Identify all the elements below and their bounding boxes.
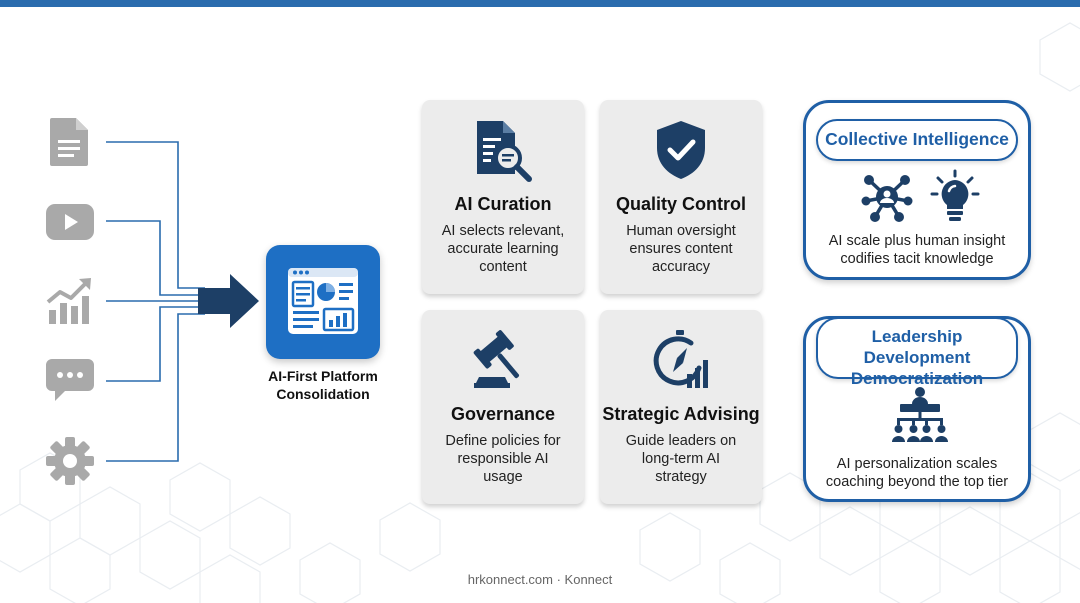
- platform-label-line-2: Consolidation: [276, 386, 370, 402]
- top-accent-bar: [0, 0, 1080, 7]
- platform-tile: [266, 245, 380, 359]
- lightbulb-icon: [930, 169, 980, 221]
- panel-description: AI personalization scales coaching beyon…: [812, 455, 1022, 491]
- card-title: AI Curation: [454, 194, 552, 214]
- panel-collective-intelligence: Collective Intelligence: [803, 100, 1031, 280]
- card-title: Strategic Advising: [602, 404, 760, 424]
- chat-bubble-icon: [46, 359, 94, 401]
- panel-title-pill: Collective Intelligence: [816, 119, 1018, 161]
- card-description-line: responsible AI: [457, 451, 549, 467]
- card-description: Define policies for responsible AI usage: [432, 432, 574, 486]
- video-play-icon: [46, 204, 94, 240]
- gear-icon: [46, 437, 94, 485]
- card-description-line: content: [479, 259, 527, 275]
- card-governance: Governance Define policies for responsib…: [422, 310, 584, 504]
- panel-title: Collective Intelligence: [825, 129, 1009, 149]
- dashboard-icon: [288, 268, 358, 334]
- card-description-line: usage: [483, 469, 523, 485]
- document-icon: [50, 118, 88, 166]
- card-description-line: accurate learning: [447, 241, 559, 257]
- network-hub-icon: [861, 175, 913, 222]
- compass-chart-icon: [653, 330, 708, 388]
- platform-label: AI-First Platform Consolidation: [240, 367, 406, 403]
- panel-description-line: coaching beyond the top tier: [825, 474, 1009, 490]
- card-description: AI selects relevant, accurate learning c…: [432, 222, 574, 276]
- card-title: Governance: [450, 404, 556, 424]
- flow-arrow: [198, 274, 259, 328]
- card-description-line: AI selects relevant,: [441, 223, 565, 239]
- card-ai-curation: AI Curation AI selects relevant, accurat…: [422, 100, 584, 294]
- document-search-icon: [477, 121, 532, 182]
- card-description: Guide leaders on long-term AI strategy: [610, 432, 752, 486]
- card-description-line: Define policies for: [445, 433, 561, 449]
- panel-leadership-development: Leadership Development Democratization A…: [803, 316, 1031, 502]
- panel-description-line: AI personalization scales: [836, 456, 998, 472]
- footer-credit: hrkonnect.com · Konnect: [467, 572, 613, 587]
- org-chart-icon: [892, 387, 948, 442]
- panel-title-pill: Leadership Development Democratization: [816, 317, 1018, 388]
- shield-check-icon: [657, 121, 705, 179]
- card-description-line: ensures content: [629, 241, 733, 257]
- card-description-line: Human oversight: [626, 223, 736, 239]
- gavel-icon: [473, 330, 519, 388]
- card-description-line: Guide leaders on: [625, 433, 737, 449]
- card-description-line: accuracy: [651, 259, 711, 275]
- platform-label-line-1: AI-First Platform: [268, 368, 378, 384]
- card-quality-control: Quality Control Human oversight ensures …: [600, 100, 762, 294]
- card-title: Quality Control: [616, 194, 746, 214]
- panel-title-line-1: Leadership Development: [863, 327, 971, 367]
- panel-title-line-2: Democratization: [850, 369, 984, 388]
- growth-chart-icon: [46, 278, 91, 324]
- card-description-line: strategy: [655, 469, 707, 485]
- card-description: Human oversight ensures content accuracy: [610, 222, 752, 276]
- panel-description: AI scale plus human insight codifies tac…: [812, 232, 1022, 268]
- card-strategic-advising: Strategic Advising Guide leaders on long…: [600, 310, 762, 504]
- panel-description-line: codifies tacit knowledge: [840, 251, 994, 267]
- card-description-line: long-term AI: [641, 451, 721, 467]
- panel-description-line: AI scale plus human insight: [828, 233, 1006, 249]
